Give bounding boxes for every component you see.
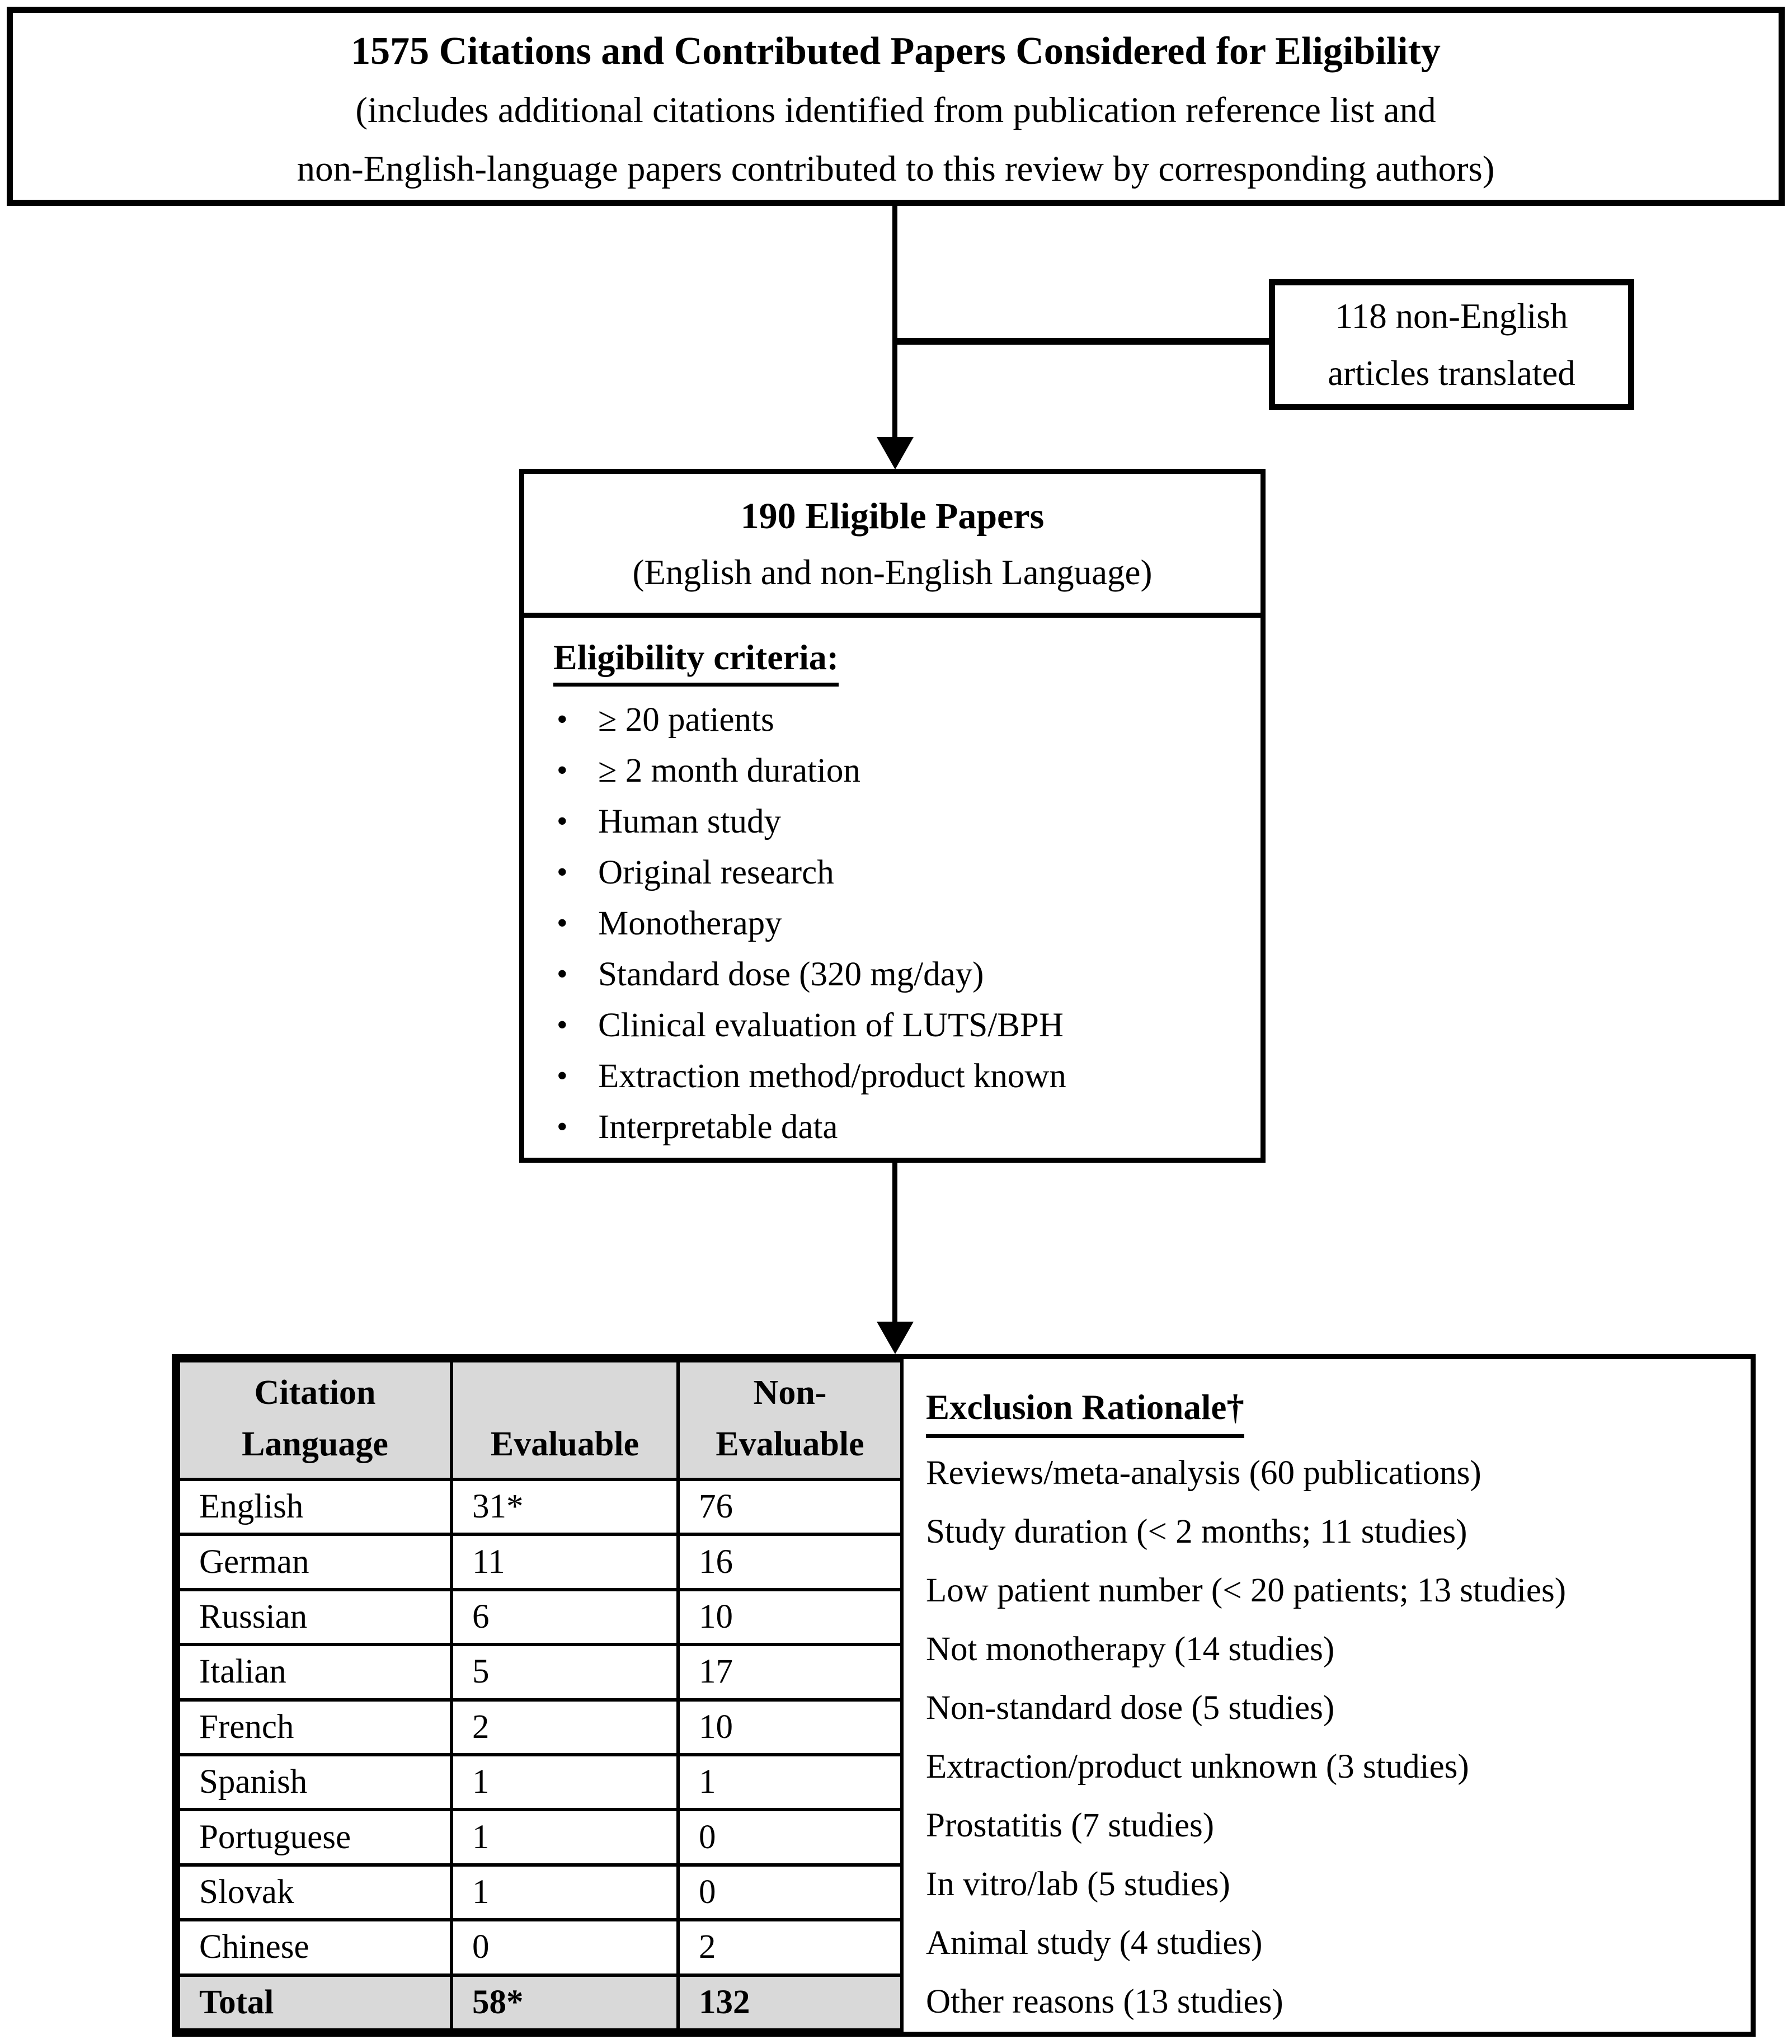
cell-language: Russian (177, 1587, 453, 1647)
table-row-chinese: Chinese 0 2 (177, 1918, 904, 1977)
header-cell-non-evaluable: Non- Evaluable (676, 1359, 904, 1481)
table-row-total: Total 58* 132 (177, 1973, 904, 2032)
arrowhead-down-icon (877, 1322, 914, 1354)
cell-non-evaluable: 76 (676, 1477, 904, 1536)
eligible-papers-title: 190 Eligible Papers (740, 496, 1045, 537)
results-container: Citation Language Evaluable Non- Evaluab… (172, 1354, 1756, 2037)
cell-non-evaluable: 132 (676, 1973, 904, 2032)
cell-non-evaluable: 2 (676, 1918, 904, 1977)
table-row-french: French 2 10 (177, 1698, 904, 1756)
arrow-line-vertical-2 (892, 1158, 897, 1324)
cell-non-evaluable: 10 (676, 1698, 904, 1756)
cell-non-evaluable: 0 (676, 1808, 904, 1867)
cell-non-evaluable: 16 (676, 1533, 904, 1591)
exclusion-item: Animal study (4 studies) (926, 1924, 1263, 1962)
cell-language: German (177, 1533, 453, 1591)
top-box-subtitle-line1: (includes additional citations identifie… (355, 90, 1436, 130)
criteria-item: Extraction method/product known (553, 1051, 1247, 1102)
header-cell-evaluable: Evaluable (450, 1359, 680, 1481)
exclusion-item: Low patient number (< 20 patients; 13 st… (926, 1572, 1567, 1609)
eligibility-criteria-list: ≥ 20 patients ≥ 2 month duration Human s… (553, 694, 1247, 1153)
side-box-line2: articles translated (1328, 354, 1575, 393)
table-row-english: English 31* 76 (177, 1477, 904, 1536)
cell-evaluable: 1 (450, 1863, 680, 1922)
exclusion-item: Not monotherapy (14 studies) (926, 1630, 1335, 1668)
cell-evaluable: 1 (450, 1808, 680, 1867)
criteria-item: Human study (553, 796, 1247, 847)
eligibility-considered-box: 1575 Citations and Contributed Papers Co… (7, 7, 1785, 206)
exclusion-item: Prostatitis (7 studies) (926, 1807, 1215, 1844)
criteria-item: Original research (553, 847, 1247, 898)
table-row-slovak: Slovak 1 0 (177, 1863, 904, 1922)
table-row-german: German 11 16 (177, 1533, 904, 1591)
cell-non-evaluable: 17 (676, 1643, 904, 1702)
criteria-item: Standard dose (320 mg/day) (553, 949, 1247, 1000)
top-box-subtitle-line2: non-English-language papers contributed … (297, 149, 1495, 189)
side-box-line1: 118 non-English (1335, 297, 1568, 336)
header-cell-citation-language: Citation Language (177, 1359, 453, 1481)
eligibility-criteria-section: Eligibility criteria: ≥ 20 patients ≥ 2 … (524, 618, 1260, 1153)
cell-language: English (177, 1477, 453, 1536)
cell-evaluable: 31* (450, 1477, 680, 1536)
exclusion-item: Study duration (< 2 months; 11 studies) (926, 1513, 1468, 1550)
cell-evaluable: 58* (450, 1973, 680, 2032)
exclusion-rationale-heading: Exclusion Rationale† (926, 1380, 1244, 1438)
exclusion-item: Extraction/product unknown (3 studies) (926, 1748, 1469, 1785)
branch-line-to-side-box (892, 338, 1270, 345)
top-box-title: 1575 Citations and Contributed Papers Co… (351, 30, 1441, 73)
eligibility-criteria-heading: Eligibility criteria: (553, 632, 839, 687)
arrow-line-vertical-1 (892, 205, 897, 440)
criteria-item: Monotherapy (553, 898, 1247, 949)
table-body: English 31* 76 German 11 16 Russian 6 10… (177, 1477, 904, 2032)
criteria-item: Clinical evaluation of LUTS/BPH (553, 1000, 1247, 1051)
cell-evaluable: 2 (450, 1698, 680, 1756)
cell-evaluable: 0 (450, 1918, 680, 1977)
table-header: Citation Language Evaluable Non- Evaluab… (177, 1359, 904, 1481)
exclusion-rationale-section: Exclusion Rationale† Reviews/meta-analys… (904, 1359, 1751, 2032)
cell-language: Portuguese (177, 1808, 453, 1867)
cell-language: French (177, 1698, 453, 1756)
table-row-portuguese: Portuguese 1 0 (177, 1808, 904, 1867)
cell-evaluable: 5 (450, 1643, 680, 1702)
table-row-spanish: Spanish 1 1 (177, 1752, 904, 1812)
criteria-item: ≥ 20 patients (553, 694, 1247, 745)
cell-evaluable: 1 (450, 1752, 680, 1812)
cell-evaluable: 6 (450, 1587, 680, 1647)
cell-language: Total (177, 1973, 453, 2032)
criteria-item: Interpretable data (553, 1102, 1247, 1153)
cell-language: Slovak (177, 1863, 453, 1922)
cell-non-evaluable: 1 (676, 1752, 904, 1812)
eligible-papers-header: 190 Eligible Papers (English and non-Eng… (524, 474, 1260, 618)
cell-language: Chinese (177, 1918, 453, 1977)
eligible-papers-subtitle: (English and non-English Language) (632, 553, 1153, 592)
cell-language: Spanish (177, 1752, 453, 1812)
cell-non-evaluable: 10 (676, 1587, 904, 1647)
cell-language: Italian (177, 1643, 453, 1702)
cell-evaluable: 11 (450, 1533, 680, 1591)
table-header-row: Citation Language Evaluable Non- Evaluab… (177, 1359, 904, 1481)
table-row-italian: Italian 5 17 (177, 1643, 904, 1702)
criteria-item: ≥ 2 month duration (553, 745, 1247, 796)
exclusion-item: Other reasons (13 studies) (926, 1983, 1283, 2020)
citation-language-table: Citation Language Evaluable Non- Evaluab… (177, 1359, 904, 2032)
exclusion-item: In vitro/lab (5 studies) (926, 1866, 1230, 1903)
table-row-russian: Russian 6 10 (177, 1587, 904, 1647)
arrowhead-down-icon (877, 437, 914, 469)
exclusion-item: Reviews/meta-analysis (60 publications) (926, 1454, 1481, 1492)
eligible-papers-box: 190 Eligible Papers (English and non-Eng… (519, 469, 1266, 1163)
exclusion-item: Non-standard dose (5 studies) (926, 1689, 1335, 1727)
translated-articles-box: 118 non-English articles translated (1269, 279, 1634, 410)
cell-non-evaluable: 0 (676, 1863, 904, 1922)
